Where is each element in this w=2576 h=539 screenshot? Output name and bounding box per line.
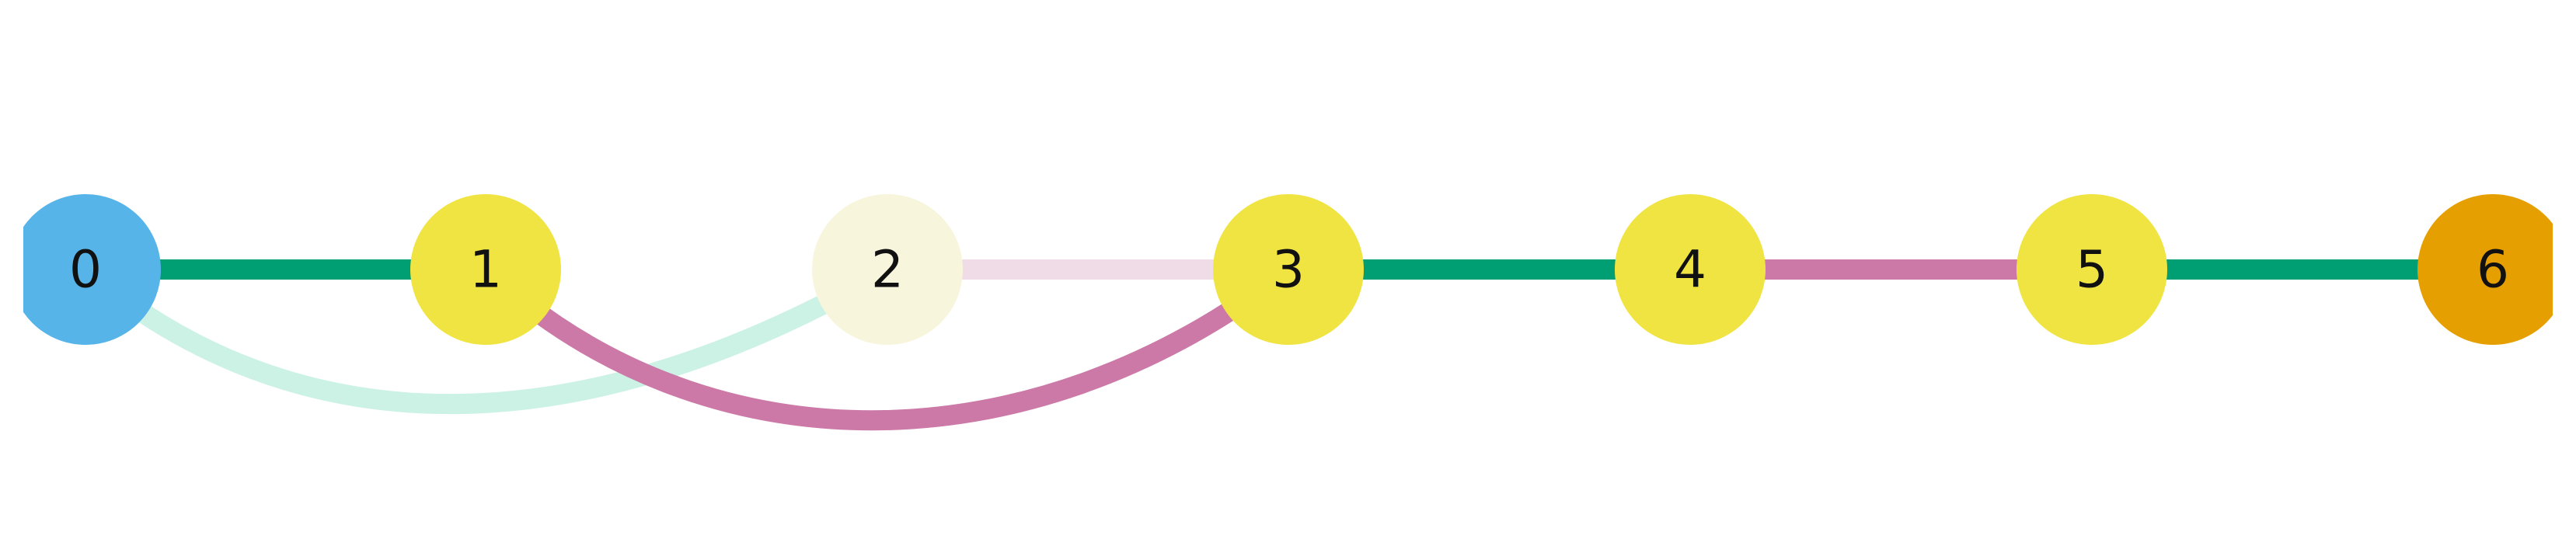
node-4-circle	[1615, 194, 1766, 345]
node-6-label: 6	[2477, 240, 2509, 300]
node-5: 5	[2017, 194, 2167, 345]
node-6-circle	[2417, 194, 2553, 345]
node-2-circle	[812, 194, 963, 345]
node-0-label: 0	[69, 240, 102, 300]
node-4: 4	[1615, 194, 1766, 345]
node-5-circle	[2017, 194, 2167, 345]
node-3: 3	[1213, 194, 1364, 345]
node-3-label: 3	[1272, 240, 1305, 300]
node-1-label: 1	[469, 240, 502, 300]
node-1-circle	[410, 194, 561, 345]
edge-0-2	[78, 260, 893, 415]
node-5-label: 5	[2076, 240, 2108, 300]
node-3-circle	[1213, 194, 1364, 345]
node-4-label: 4	[1674, 240, 1706, 300]
node-1: 1	[410, 194, 561, 345]
node-0: 0	[23, 194, 161, 345]
node-2-label: 2	[871, 240, 904, 300]
node-6: 6	[2417, 194, 2553, 345]
node-2: 2	[812, 194, 963, 345]
node-0-circle	[23, 194, 161, 345]
nodes-layer: 0 1 2 3 4 5 6	[23, 194, 2553, 345]
edge-1-3	[479, 261, 1295, 431]
